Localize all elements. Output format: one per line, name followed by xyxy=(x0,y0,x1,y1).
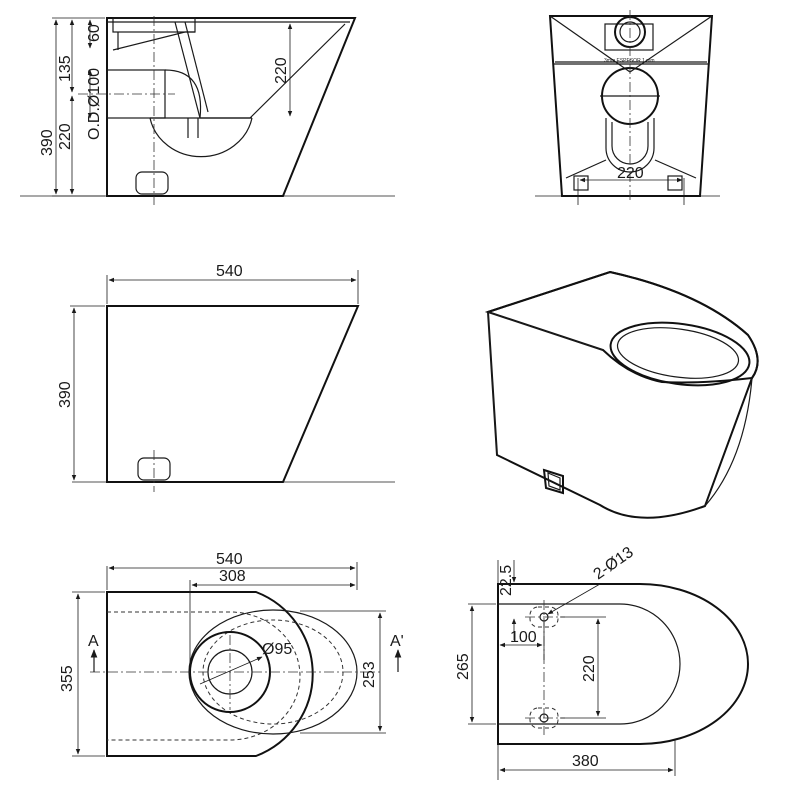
mount-dim-edge: 22.5 xyxy=(498,565,515,596)
rear-plate-text: 3mm ESPESOR 1 mm xyxy=(604,58,655,64)
side-elevation-view: 540 390 xyxy=(57,263,395,492)
side-dim-height: 390 xyxy=(57,381,74,408)
mount-dim-depth: 265 xyxy=(455,653,472,680)
dim-inner: 220 xyxy=(273,57,290,84)
side-section-view: 390 135 220 60 O.D.Ø100 220 xyxy=(20,16,395,205)
mount-dim-offset: 100 xyxy=(510,629,537,646)
mounting-view: 22.5 2-Ø13 100 220 265 380 xyxy=(455,544,749,780)
mount-dim-width: 380 xyxy=(572,753,599,770)
section-marker-right: A' xyxy=(390,633,404,650)
rear-view: 3mm ESPESOR 1 mm 220 xyxy=(535,10,720,205)
plan-dim-center: 308 xyxy=(219,568,246,585)
side-dim-length: 540 xyxy=(216,263,243,280)
dim-top: 60 xyxy=(86,24,103,42)
plan-dim-outlet: Ø95 xyxy=(262,641,292,658)
mount-dim-holes: 2-Ø13 xyxy=(591,544,637,583)
plan-dim-width: 355 xyxy=(59,665,76,692)
section-marker-left: A xyxy=(88,633,99,650)
plan-view: 540 308 Ø95 355 253 A A' xyxy=(59,551,404,757)
perspective-view xyxy=(484,270,759,519)
dim-outlet: O.D.Ø100 xyxy=(86,68,103,140)
dim-lower: 220 xyxy=(57,123,74,150)
plan-dim-bowl: 253 xyxy=(361,661,378,688)
dim-total-height: 390 xyxy=(39,129,56,156)
rear-dim-base: 220 xyxy=(617,165,644,182)
plan-dim-length: 540 xyxy=(216,551,243,568)
mount-dim-spacing: 220 xyxy=(581,655,598,682)
dim-upper: 135 xyxy=(57,55,74,82)
